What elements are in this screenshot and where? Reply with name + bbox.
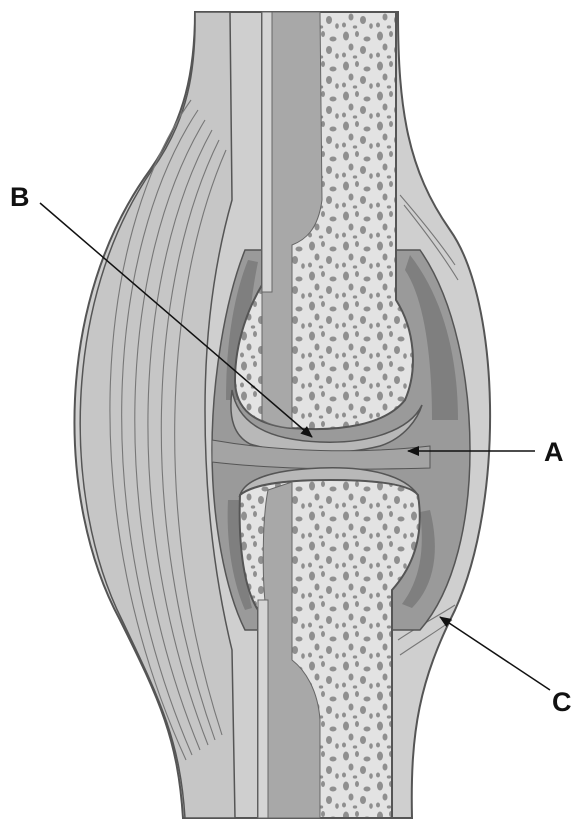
label-c: C [552, 687, 572, 717]
pointer-c [440, 617, 550, 690]
label-a: A [544, 437, 564, 467]
upper-cortical-bone [262, 12, 272, 292]
lower-cortical-bone [258, 600, 268, 818]
label-b: B [10, 182, 30, 212]
